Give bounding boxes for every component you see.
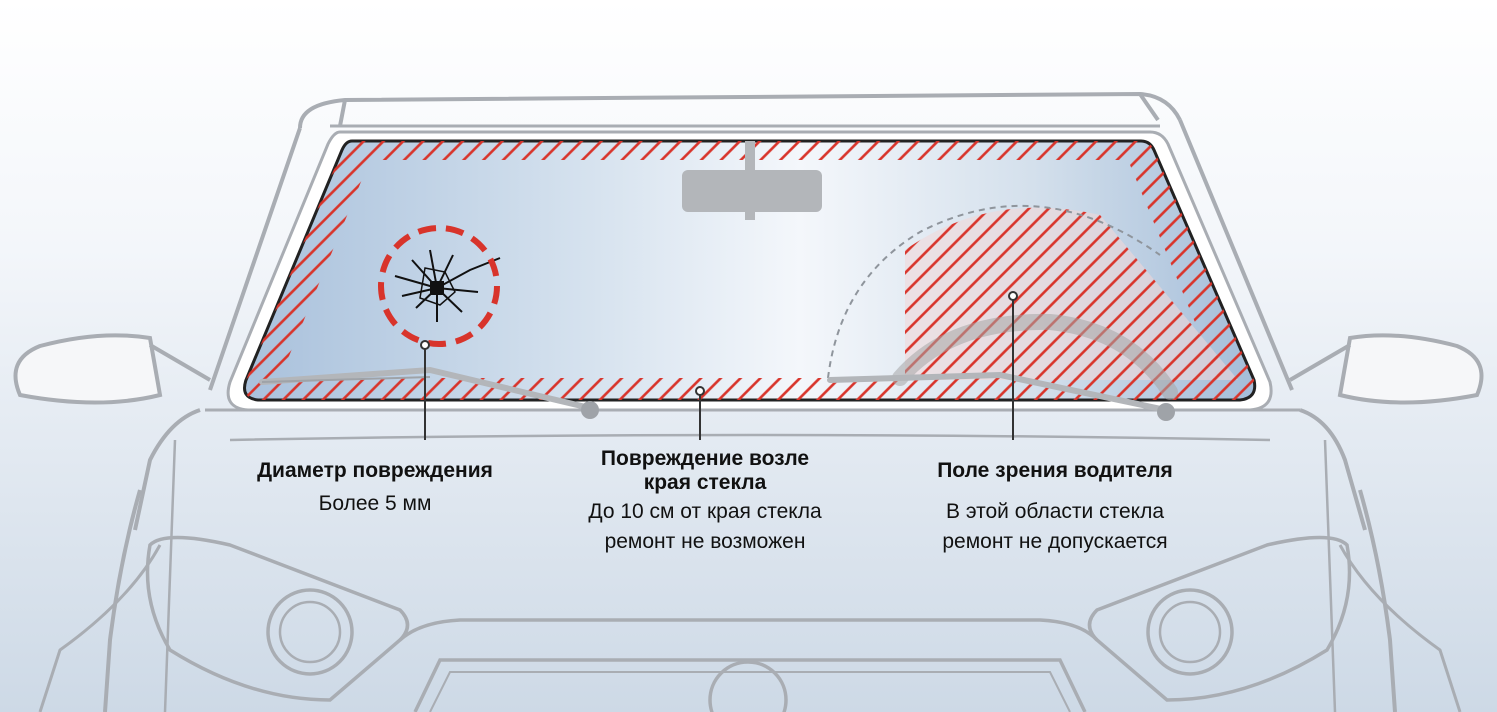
right-wiper xyxy=(827,371,1175,421)
edge-damage-desc-line1: До 10 см от края стекла xyxy=(588,500,822,523)
damage-diameter-circle xyxy=(378,225,500,347)
rearview-mirror xyxy=(682,141,822,220)
driver-view-zone xyxy=(827,204,1238,400)
grille xyxy=(398,618,1099,712)
left-wiper xyxy=(259,366,599,419)
crack-icon xyxy=(394,249,501,322)
driver-view-title: Поле зрения водителя xyxy=(937,459,1173,482)
left-headlight xyxy=(145,535,410,702)
driver-view-desc-line1: В этой области стекла xyxy=(945,500,1165,523)
damage-diameter-label: Диаметр повреждения Более 5 мм xyxy=(205,459,545,519)
damage-diameter-title: Диаметр повреждения xyxy=(257,459,493,482)
edge-damage-label: Повреждение возле края стекла До 10 см о… xyxy=(540,447,870,557)
right-headlight xyxy=(1087,535,1352,702)
pointer-lines xyxy=(420,291,1018,440)
left-mirror xyxy=(13,333,212,405)
right-mirror xyxy=(1288,333,1484,405)
car-body xyxy=(38,92,1462,712)
emblem-icon xyxy=(708,660,788,712)
driver-view-label: Поле зрения водителя В этой области стек… xyxy=(880,459,1230,557)
edge-damage-title-line1: Повреждение возле xyxy=(600,447,810,470)
edge-damage-title-line2: края стекла xyxy=(643,471,767,494)
driver-view-desc-line2: ремонт не допускается xyxy=(942,530,1168,553)
damage-diameter-desc: Более 5 мм xyxy=(318,492,432,515)
edge-damage-desc-line2: ремонт не возможен xyxy=(604,530,806,553)
